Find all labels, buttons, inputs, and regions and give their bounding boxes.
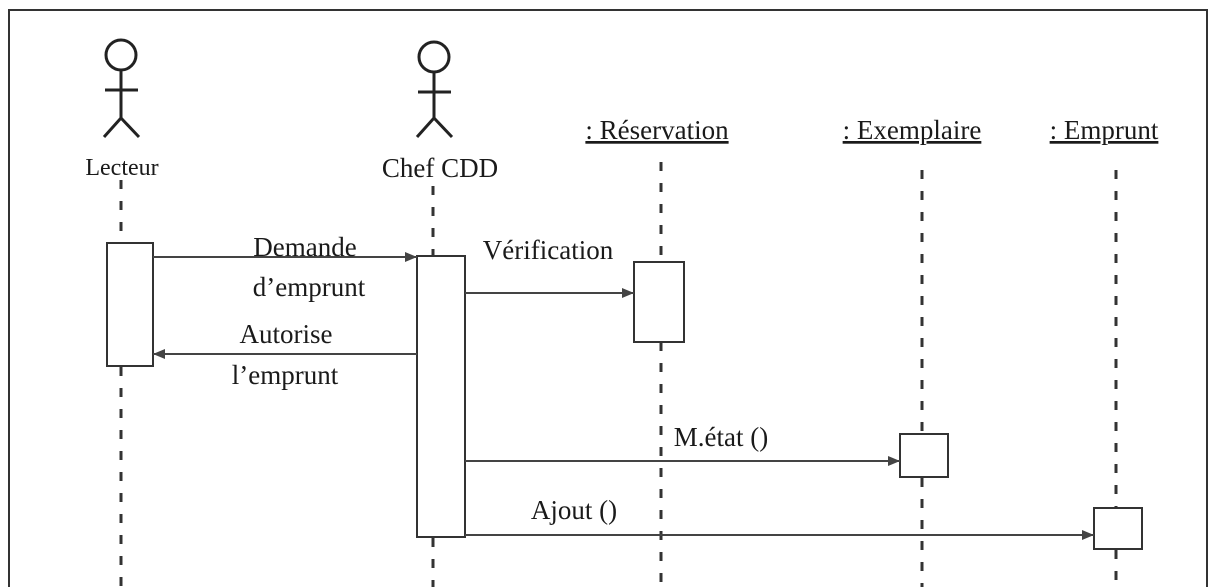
activation-box-emprunt — [1093, 507, 1143, 550]
diagram-frame — [8, 9, 1208, 587]
object-label-reservation: : Réservation — [585, 115, 729, 145]
actor-lecteur: Lecteur — [85, 38, 159, 181]
stick-figure-icon — [102, 38, 141, 139]
message-label-demande-line1: Demande — [253, 232, 356, 262]
activation-box-exemplaire — [899, 433, 949, 478]
stick-figure-icon — [415, 40, 454, 139]
message-label-demande-line2: d’emprunt — [253, 272, 366, 302]
activation-box-lecteur — [106, 242, 154, 367]
actor-label-chef-cdd: Chef CDD — [382, 153, 498, 183]
activation-box-reservation — [633, 261, 685, 343]
actor-chef-cdd: Chef CDD — [382, 40, 498, 183]
message-label-metat: M.état () — [674, 422, 768, 452]
message-label-ajout: Ajout () — [531, 495, 617, 525]
message-label-autorise-line2: l’emprunt — [232, 360, 339, 390]
object-label-emprunt: : Emprunt — [1050, 115, 1159, 145]
activation-box-chef-cdd — [416, 255, 466, 538]
message-label-autorise-line1: Autorise — [240, 319, 333, 349]
object-label-exemplaire: : Exemplaire — [843, 115, 982, 145]
message-label-verification: Vérification — [483, 235, 614, 265]
actor-label-lecteur: Lecteur — [85, 155, 158, 181]
